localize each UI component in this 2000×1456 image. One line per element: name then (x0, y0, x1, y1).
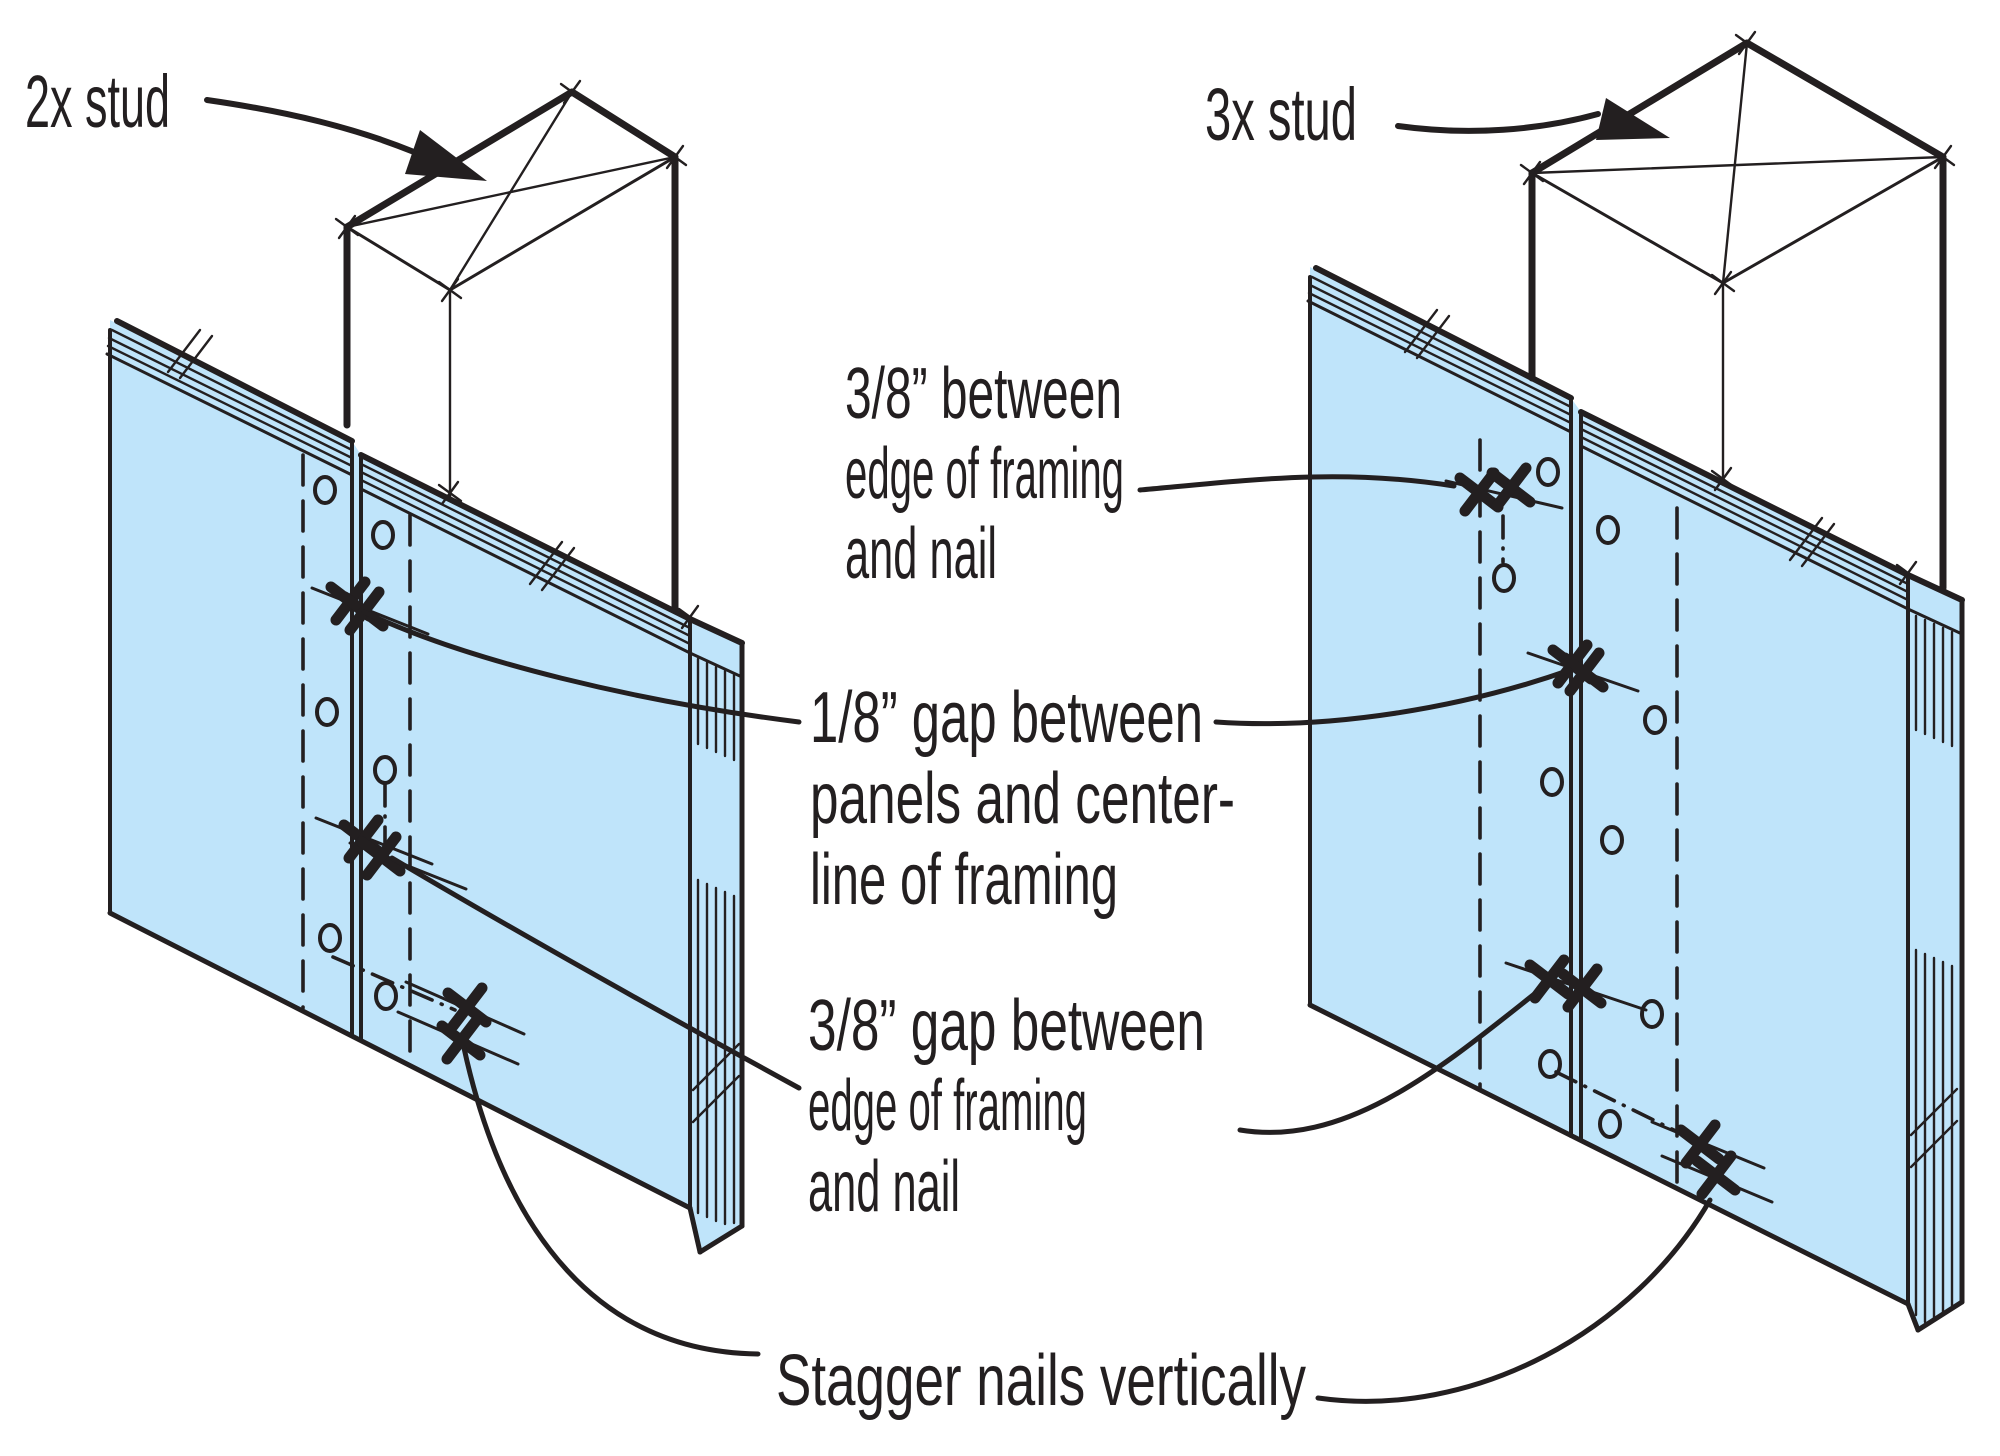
left-wall-panel-joint (350, 439, 363, 1041)
left-stud-label: 2x stud (25, 60, 170, 143)
right-wall-panel-joint (1569, 396, 1583, 1142)
leader-left-pair-to-note-bottom (389, 855, 802, 1091)
right-wall-edges (1307, 275, 1965, 1333)
note-top-line1: 3/8” between (845, 354, 1122, 434)
left-wall-nail-holes (313, 475, 398, 1011)
leader-note-middle-to-right-joint-nail (1213, 667, 1573, 727)
right-wall-panel-face (1310, 267, 1962, 1330)
left-wall-centerlines (331, 782, 457, 1012)
diagram-labels: 2x stud 3x stud 3/8” between edge of fra… (25, 60, 1357, 1421)
left-wall-assembly (105, 79, 745, 1255)
right-stud-label: 3x stud (1205, 73, 1357, 156)
leader-note-bottom-to-right-pair (1237, 985, 1545, 1135)
right-wall-nails (1444, 468, 1774, 1204)
note-bottom-line3: and nail (808, 1147, 960, 1227)
stud-callout-arrows (204, 97, 1670, 181)
right-wall-nail-holes (1492, 457, 1667, 1139)
note-top-label: 3/8” between edge of framing and nail (845, 354, 1124, 594)
left-wall-stud-edge-dashed-lines (301, 453, 412, 1065)
note-middle-line2: panels and center- (810, 759, 1235, 839)
left-stud-outline (334, 79, 703, 630)
right-wall-edge-hatching (1909, 614, 1959, 1324)
note-middle-label: 1/8” gap between panels and center- line… (810, 678, 1235, 920)
left-wall-panel-face (110, 320, 742, 1252)
note-bottom-line1: 3/8” gap between (808, 986, 1205, 1066)
leader-lines (361, 474, 1713, 1404)
arrow-icon (1395, 98, 1670, 140)
right-wall-stud-edge-dashed-lines (1478, 438, 1679, 1190)
leader-note-top-to-right-nails (1137, 474, 1457, 493)
right-wall-centerlines (1501, 514, 1688, 1138)
right-wall-assembly (1306, 30, 1965, 1333)
note-middle-line3: line of framing (810, 840, 1118, 920)
note-top-line2: edge of framing (845, 434, 1124, 514)
leader-left-joint-nail-to-note-middle (361, 609, 802, 725)
note-bottom-label: 3/8” gap between edge of framing and nai… (808, 986, 1205, 1227)
note-middle-line1: 1/8” gap between (810, 678, 1203, 758)
right-stud-outline (1519, 30, 1956, 592)
left-wall-edges (107, 328, 745, 1255)
note-bottom-line2: edge of framing (808, 1066, 1087, 1146)
arrow-icon (204, 97, 487, 181)
note-top-line3: and nail (845, 514, 997, 594)
stagger-label: Stagger nails vertically (776, 1341, 1306, 1421)
leader-left-bottom-nails-to-stagger (461, 1045, 761, 1357)
right-wall-top-band (1306, 265, 1965, 636)
leader-stagger-to-right-bottom-nails (1315, 1197, 1713, 1404)
